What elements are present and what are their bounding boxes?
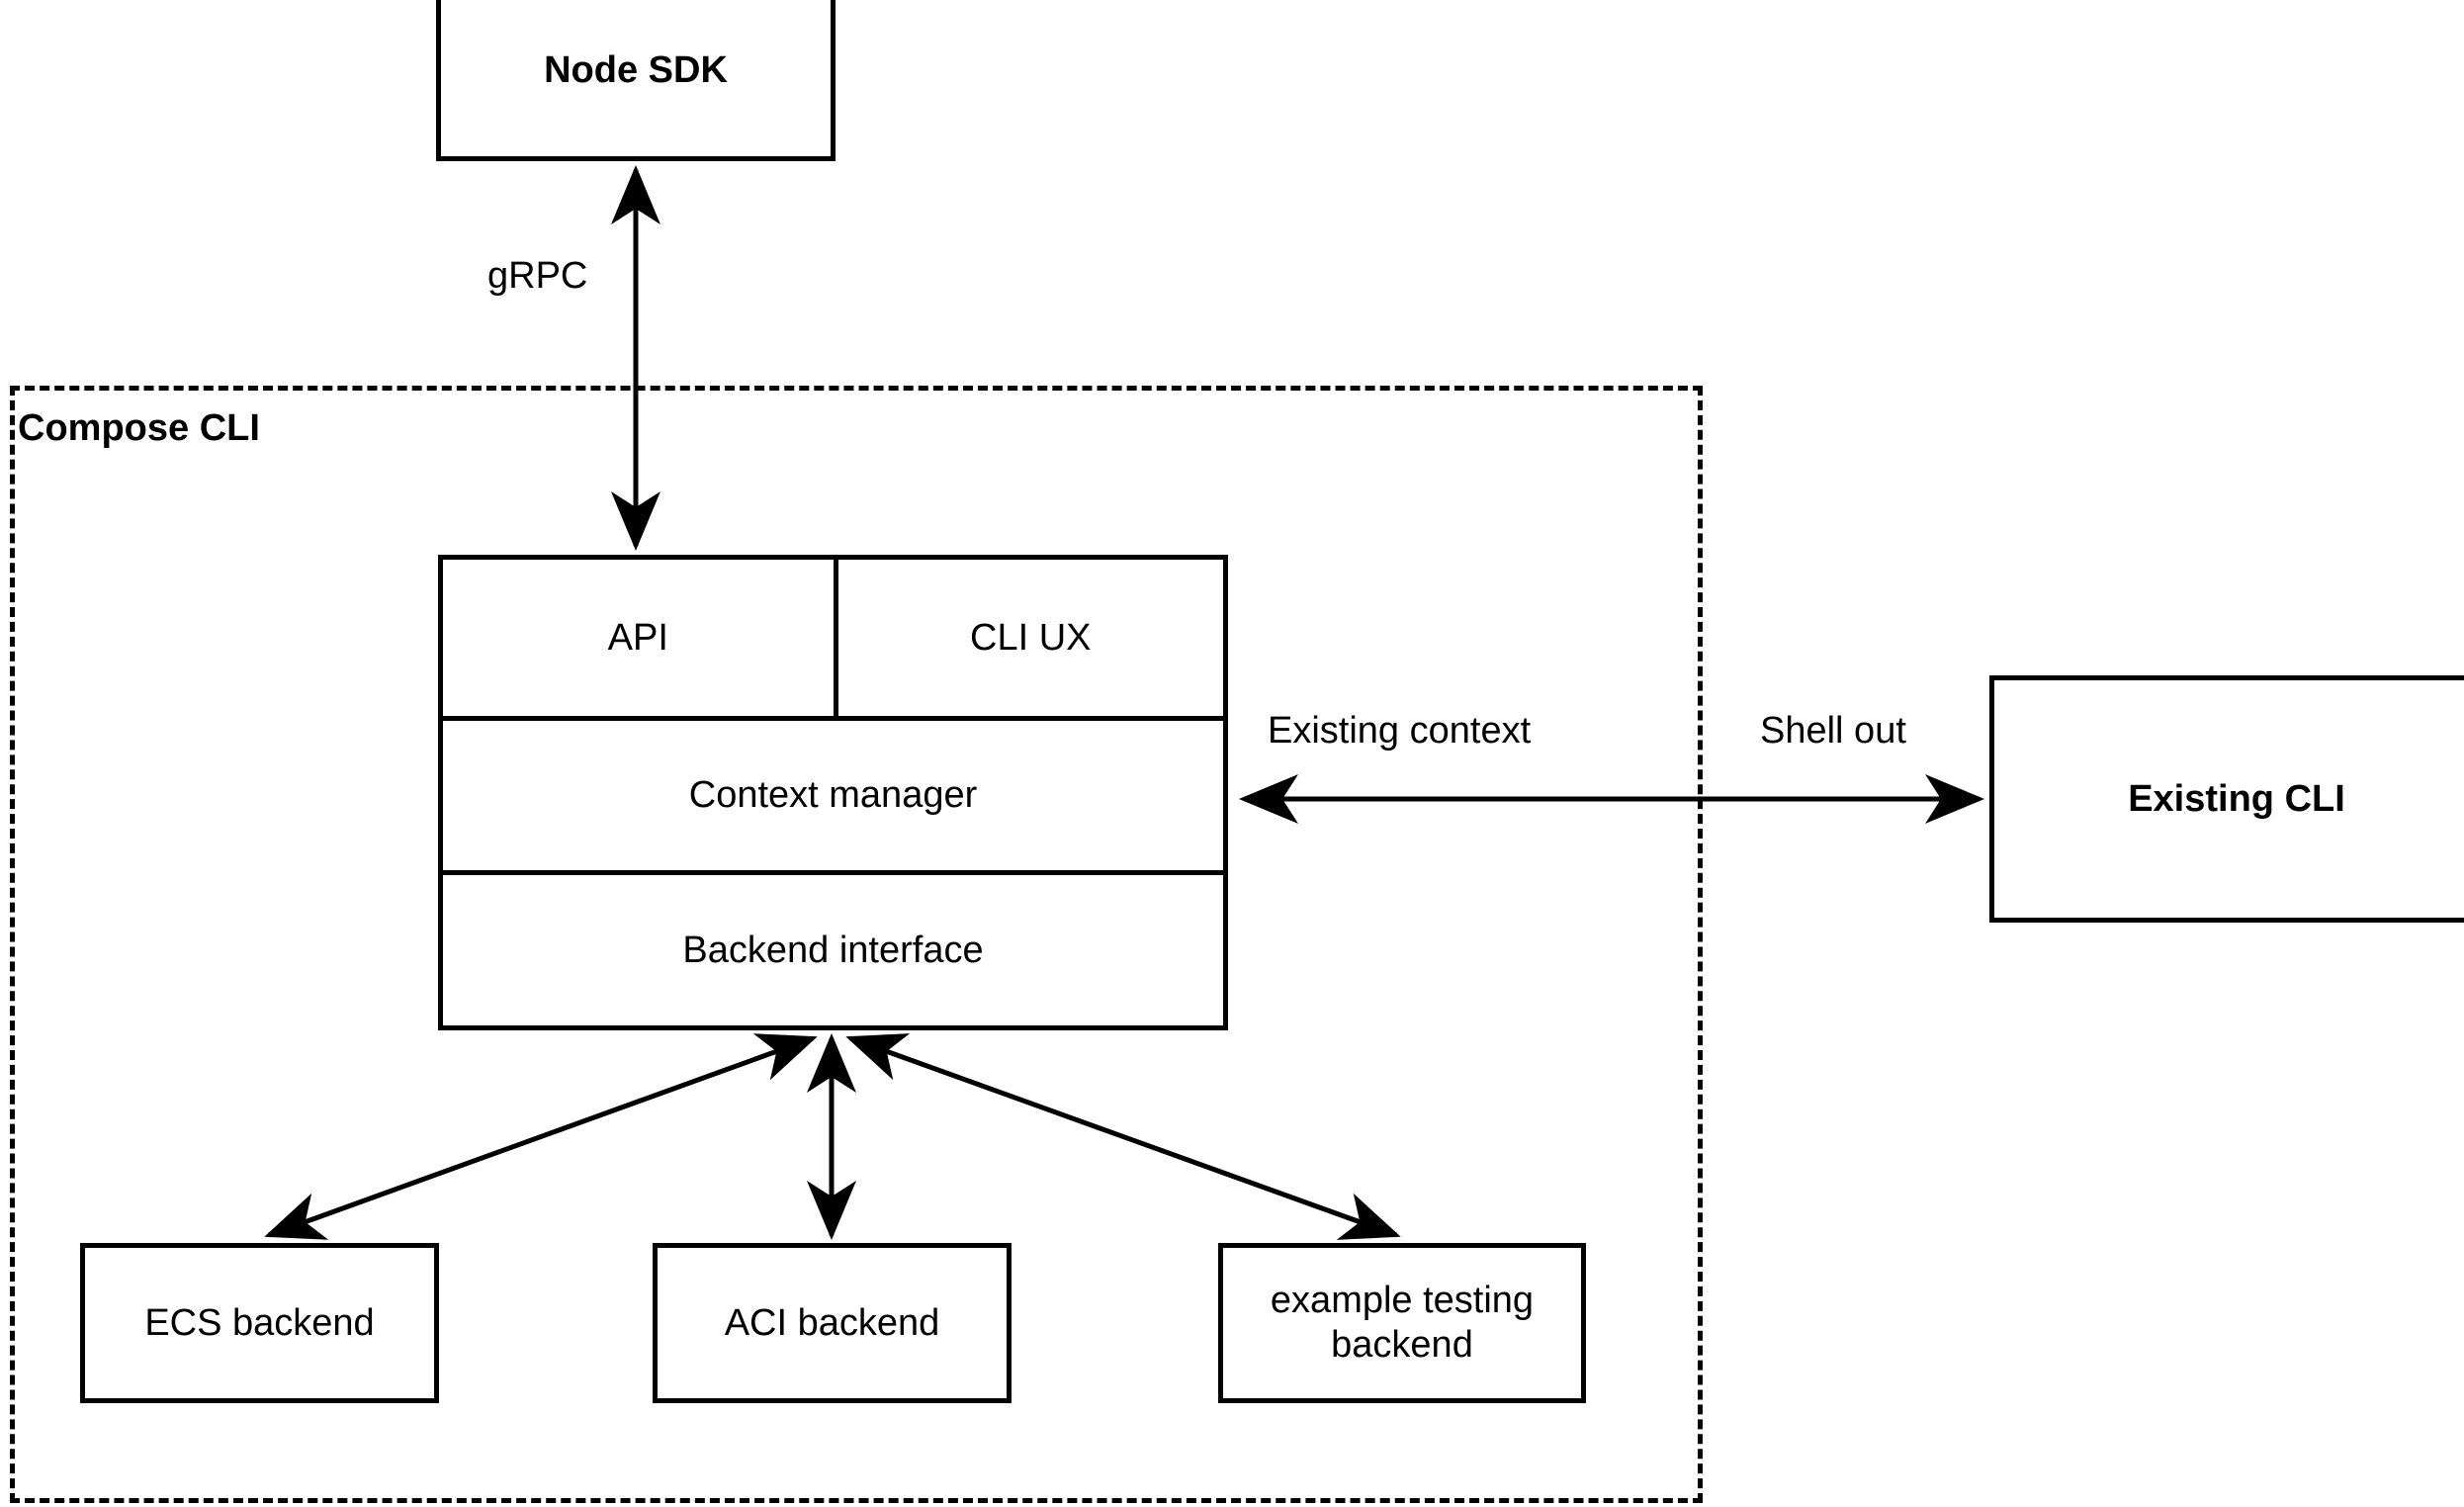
node-context-manager-label: Context manager xyxy=(688,774,978,816)
stack-row-backend-interface: Backend interface xyxy=(443,870,1223,1025)
edge-backend-example xyxy=(845,1033,1401,1240)
node-cli-ux[interactable]: CLI UX xyxy=(833,560,1223,716)
group-compose-cli xyxy=(10,386,1703,1503)
node-example-testing-backend[interactable]: example testing backend xyxy=(1218,1243,1586,1403)
edge-label-grpc: gRPC xyxy=(484,255,592,298)
node-node-sdk[interactable]: Node SDK xyxy=(436,0,836,161)
node-node-sdk-label: Node SDK xyxy=(544,49,728,92)
node-existing-cli-label: Existing CLI xyxy=(2128,777,2345,820)
node-example-testing-backend-label: example testing backend xyxy=(1270,1280,1535,1366)
node-aci-backend-label: ACI backend xyxy=(724,1301,940,1344)
node-cli-ux-label: CLI UX xyxy=(970,616,1092,659)
node-ecs-backend[interactable]: ECS backend xyxy=(80,1243,439,1403)
edge-backend-ecs xyxy=(264,1033,818,1240)
group-compose-cli-title: Compose CLI xyxy=(18,407,260,450)
stack-row-context-manager: Context manager xyxy=(443,716,1223,870)
node-context-manager[interactable]: Context manager xyxy=(443,721,1223,870)
node-api[interactable]: API xyxy=(443,560,834,716)
compose-cli-stack: API CLI UX Context manager Backend inter… xyxy=(438,555,1228,1030)
node-ecs-backend-label: ECS backend xyxy=(144,1301,375,1344)
edge-label-existing-context: Existing context xyxy=(1264,710,1536,753)
node-backend-interface-label: Backend interface xyxy=(682,929,984,971)
edge-label-shell-out: Shell out xyxy=(1756,710,1910,753)
node-backend-interface[interactable]: Backend interface xyxy=(443,875,1223,1025)
node-aci-backend[interactable]: ACI backend xyxy=(653,1243,1012,1403)
node-existing-cli[interactable]: Existing CLI xyxy=(1989,675,2464,923)
node-api-label: API xyxy=(607,616,668,659)
stack-row-top: API CLI UX xyxy=(443,560,1223,716)
